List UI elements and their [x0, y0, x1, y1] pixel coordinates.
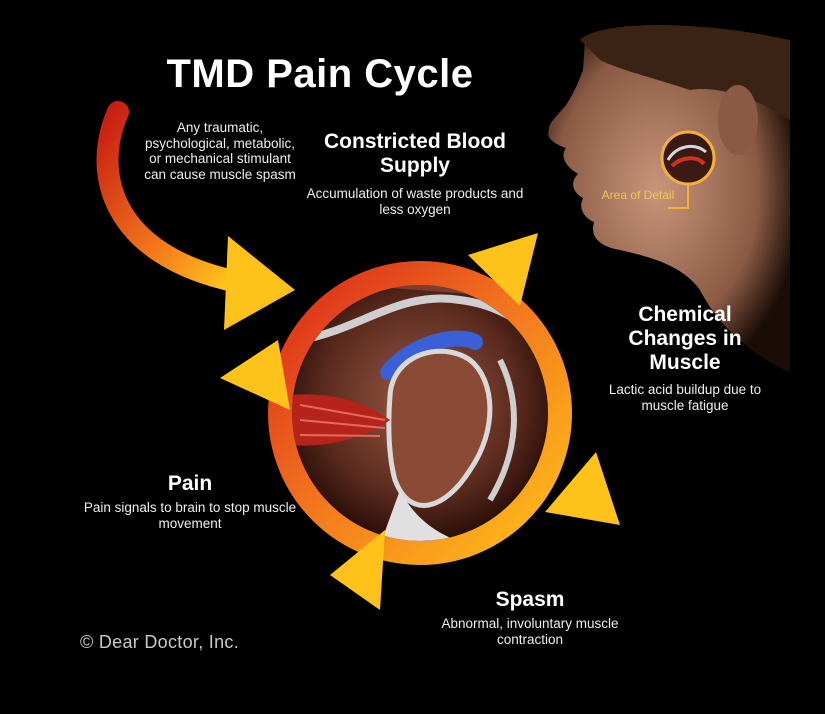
page-title: TMD Pain Cycle: [166, 52, 474, 96]
chemical-changes-heading: Chemical Changes in Muscle: [628, 303, 742, 374]
arrow-to-pain: [220, 340, 290, 410]
chemical-changes-text: Lactic acid buildup due to muscle fatigu…: [608, 382, 762, 413]
arrow-to-blood: [468, 233, 538, 306]
blood-supply-heading: Constricted Blood Supply: [324, 130, 506, 177]
copyright-notice: © Dear Doctor, Inc.: [80, 632, 240, 652]
blood-supply-text: Accumulation of waste products and less …: [306, 186, 524, 217]
head-profile: [548, 25, 790, 372]
intro-arrow: [96, 101, 295, 330]
pain-heading: Pain: [167, 472, 213, 495]
arrow-to-spasm: [330, 530, 385, 610]
arrow-to-chemical: [545, 452, 620, 525]
spasm-heading: Spasm: [495, 588, 565, 611]
pain-text: Pain signals to brain to stop muscle mov…: [83, 500, 297, 531]
spasm-text: Abnormal, involuntary muscle contraction: [441, 616, 619, 647]
area-of-detail-label: Area of Detail: [601, 188, 675, 202]
joint-cross-section: [292, 285, 548, 541]
intro-text: Any traumatic, psychological, metabolic,…: [144, 120, 296, 182]
area-of-detail-marker: [660, 130, 716, 209]
cycle-arrows: [220, 233, 620, 610]
